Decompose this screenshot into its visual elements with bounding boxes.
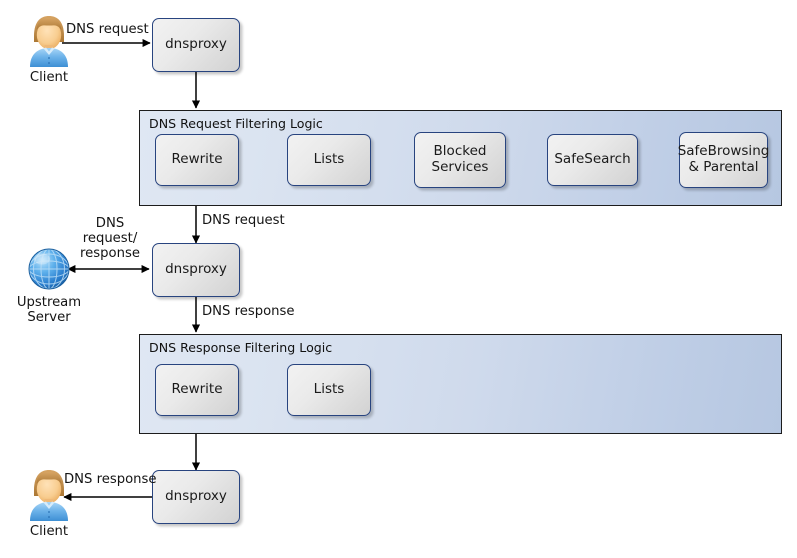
edge-label-proxy-to-request-group: DNS request [202,213,285,228]
node-dnsproxy-middle-label: dnsproxy [165,261,227,278]
node-dnsproxy-top-label: dnsproxy [165,36,227,53]
group-dns-response-filtering-logic: DNS Response Filtering Logic [139,334,782,434]
person-icon [30,16,68,67]
globe-icon [28,248,70,290]
node-req-safebrowsing-parental-label: SafeBrowsing& Parental [677,143,770,175]
node-req-safesearch-label: SafeSearch [554,151,631,168]
node-req-rewrite[interactable]: Rewrite [155,134,239,186]
node-dnsproxy-top[interactable]: dnsproxy [152,18,240,72]
node-req-safebrowsing-parental[interactable]: SafeBrowsing& Parental [677,132,770,188]
actor-client-top [24,14,74,68]
edge-label-proxy-to-client: DNS response [64,472,157,487]
group-response-title: DNS Response Filtering Logic [149,340,333,355]
edge-label-proxy-to-response-group: DNS response [202,304,295,319]
actor-client-bottom [24,468,74,522]
node-res-rewrite-label: Rewrite [171,381,223,398]
node-req-lists[interactable]: Lists [287,134,371,186]
node-dnsproxy-bottom[interactable]: dnsproxy [152,470,240,524]
actor-client-top-caption: Client [29,70,69,85]
node-req-safesearch[interactable]: SafeSearch [547,134,638,186]
group-request-title: DNS Request Filtering Logic [149,116,323,131]
node-dnsproxy-bottom-label: dnsproxy [165,488,227,505]
node-req-lists-label: Lists [313,151,345,168]
edge-label-client-to-proxy: DNS request [66,22,149,37]
node-res-lists[interactable]: Lists [287,364,371,416]
node-res-rewrite[interactable]: Rewrite [155,364,239,416]
node-req-rewrite-label: Rewrite [171,151,223,168]
actor-upstream-server [25,245,73,293]
node-res-lists-label: Lists [313,381,345,398]
actor-client-bottom-caption: Client [29,524,69,539]
node-dnsproxy-middle[interactable]: dnsproxy [152,243,240,297]
person-icon [30,470,68,521]
